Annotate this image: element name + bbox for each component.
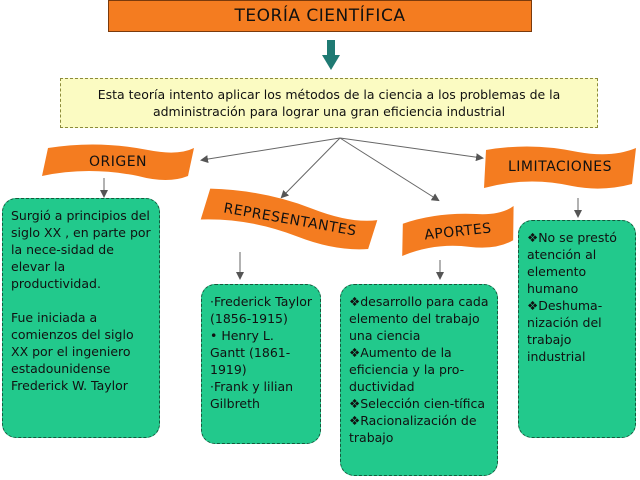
banner-limitaciones-label: LIMITACIONES bbox=[507, 159, 613, 175]
description-box: Esta teoría intento aplicar los métodos … bbox=[60, 78, 598, 128]
aporte-item: ❖Selección cien-tífica bbox=[349, 396, 486, 411]
banner-shape bbox=[200, 188, 378, 250]
limitacion-item: ❖Deshuma-nización del trabajo industrial bbox=[527, 298, 603, 364]
origen-text-2: Fue iniciada a comienzos del siglo XX po… bbox=[11, 310, 134, 393]
description-text: Esta teoría intento aplicar los métodos … bbox=[97, 87, 561, 119]
banner-shape bbox=[42, 144, 194, 180]
card-representantes: ·Frederick Taylor (1856-1915) • Henry L.… bbox=[201, 284, 321, 444]
limitacion-item: ❖No se prestó atención al elemento human… bbox=[527, 230, 617, 296]
down-arrow-icon bbox=[322, 40, 340, 70]
aporte-item: ❖Aumento de la eficiencia y la pro-ducti… bbox=[349, 345, 465, 394]
title-box: TEORÍA CIENTÍFICA bbox=[108, 0, 532, 32]
banner-representantes: REPRESENTANTES bbox=[196, 175, 384, 265]
card-limitaciones: ❖No se prestó atención al elemento human… bbox=[518, 220, 636, 438]
representante-item: ·Frederick Taylor (1856-1915) bbox=[210, 294, 313, 326]
card-origen: Surgió a principios del siglo XX , en pa… bbox=[2, 198, 160, 438]
banner-origen-label: ORIGEN bbox=[88, 154, 148, 170]
banner-origen: ORIGEN bbox=[38, 144, 198, 180]
origen-text-1: Surgió a principios del siglo XX , en pa… bbox=[11, 208, 151, 291]
connector-limitaciones bbox=[339, 137, 484, 162]
banner-shape bbox=[484, 146, 636, 189]
connector-aportes bbox=[339, 137, 440, 202]
connector-origen bbox=[200, 137, 341, 164]
banner-aportes: APORTES bbox=[396, 200, 521, 264]
banner-shape bbox=[402, 206, 514, 256]
representante-item: • Henry L. Gantt (1861-1919) bbox=[210, 328, 291, 377]
banner-limitaciones: LIMITACIONES bbox=[482, 142, 638, 192]
connector-representantes bbox=[280, 137, 341, 199]
diagram-title: TEORÍA CIENTÍFICA bbox=[234, 6, 406, 26]
aporte-item: ❖desarrollo para cada elemento del traba… bbox=[349, 294, 489, 343]
aporte-item: ❖Racionalización de trabajo bbox=[349, 413, 477, 445]
card-aportes: ❖desarrollo para cada elemento del traba… bbox=[340, 284, 498, 476]
representante-item: ·Frank y lilian Gilbreth bbox=[210, 379, 294, 411]
